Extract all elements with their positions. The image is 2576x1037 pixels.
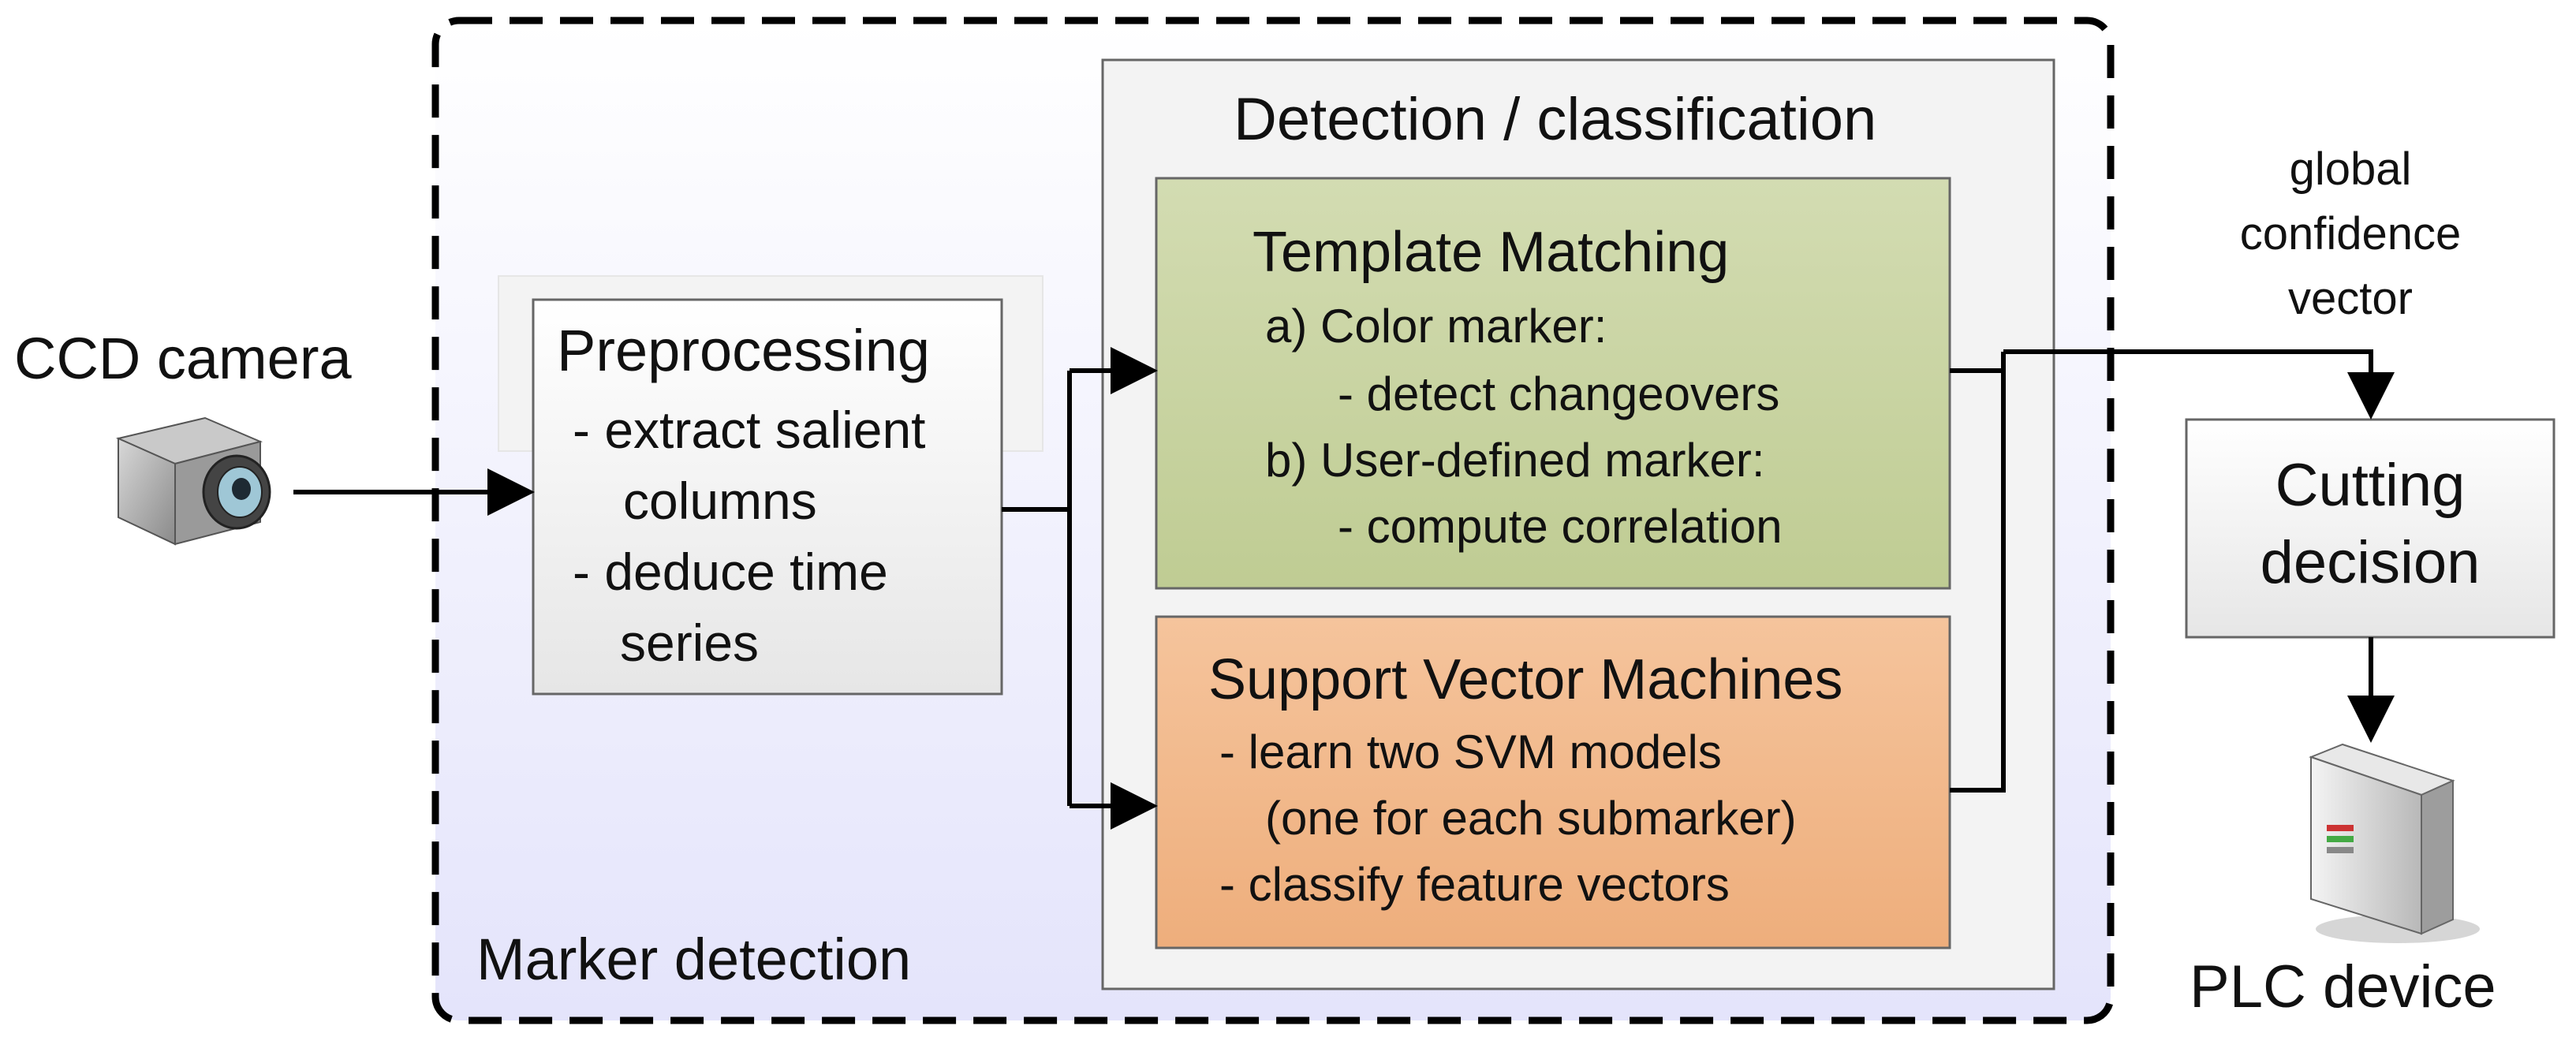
svm-title: Support Vector Machines xyxy=(1208,648,1843,711)
plc-device-icon xyxy=(2309,743,2480,943)
svm-line: (one for each submarker) xyxy=(1265,792,1797,845)
template-matching-title: Template Matching xyxy=(1253,221,1730,284)
template-line: - compute correlation xyxy=(1338,500,1783,553)
template-line: a) Color marker: xyxy=(1265,300,1607,353)
preprocessing-line: - deduce time xyxy=(573,543,888,601)
connector-svm-output xyxy=(1950,352,2006,793)
preprocessing-line: - extract salient xyxy=(573,401,926,459)
template-matching-box xyxy=(1155,177,1951,590)
confidence-line: global xyxy=(2289,144,2412,195)
svm-line: - classify feature vectors xyxy=(1219,858,1730,911)
cutting-decision-box xyxy=(2185,418,2555,639)
template-line: b) User-defined marker: xyxy=(1265,434,1765,487)
ccd-camera-icon xyxy=(115,416,271,546)
cutting-decision-line: Cutting xyxy=(2275,452,2466,519)
plc-device-label: PLC device xyxy=(2190,953,2496,1020)
svm-box xyxy=(1155,615,1951,949)
svm-line: - learn two SVM models xyxy=(1219,726,1722,778)
preprocessing-box xyxy=(532,298,1003,696)
connector-to-decision xyxy=(2003,349,2395,420)
cutting-decision-line: decision xyxy=(2260,529,2481,596)
confidence-line: vector xyxy=(2288,273,2413,324)
marker-detection-label: Marker detection xyxy=(476,927,912,992)
preprocessing-line: series xyxy=(620,614,760,672)
template-line: - detect changeovers xyxy=(1338,367,1780,420)
confidence-line: confidence xyxy=(2239,208,2462,259)
preprocessing-title: Preprocessing xyxy=(557,318,931,383)
detection-title: Detection / classification xyxy=(1234,86,1877,153)
preprocessing-line: columns xyxy=(623,472,817,530)
ccd-camera-label: CCD camera xyxy=(14,326,352,391)
